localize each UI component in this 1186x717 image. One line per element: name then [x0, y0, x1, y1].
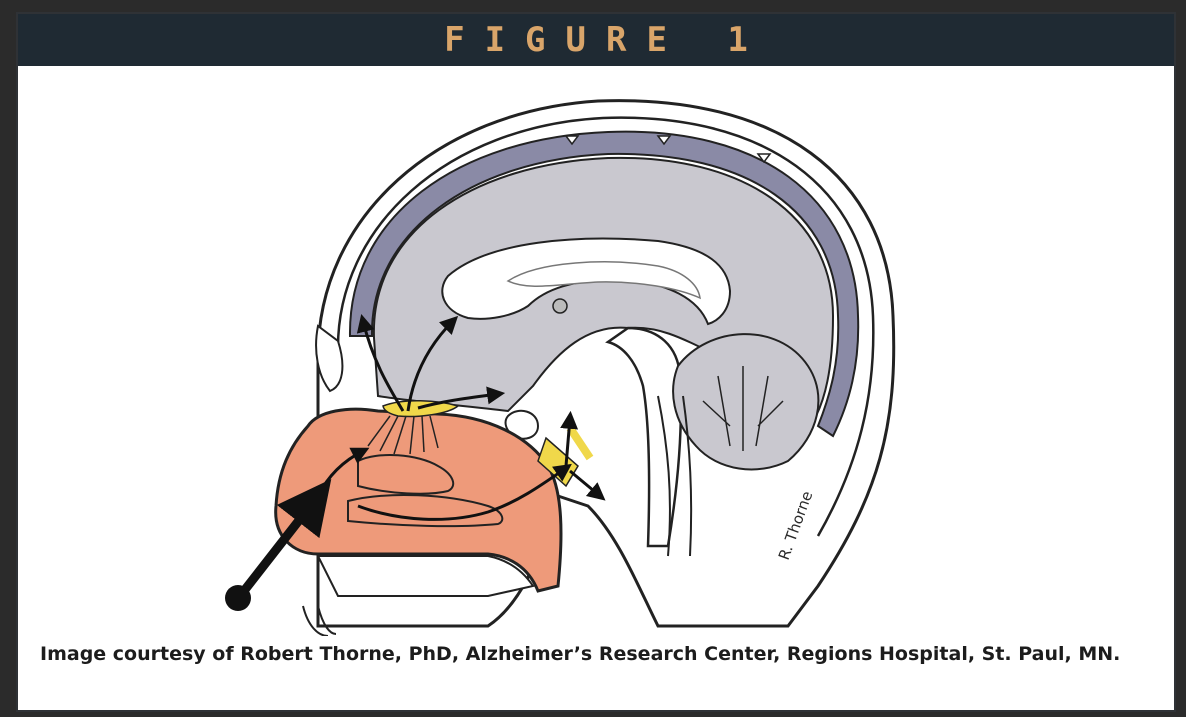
figure-caption: Image courtesy of Robert Thorne, PhD, Al… — [40, 640, 1140, 669]
head-sagittal-diagram: R. Thorne — [18, 66, 1174, 636]
figure-panel: FIGURE 1 — [16, 12, 1176, 712]
thalamus-marker — [553, 299, 567, 313]
device-tip-icon — [225, 585, 251, 611]
figure-title: FIGURE 1 — [424, 20, 768, 60]
oral-cavity — [318, 556, 533, 596]
figure-header: FIGURE 1 — [18, 14, 1174, 66]
